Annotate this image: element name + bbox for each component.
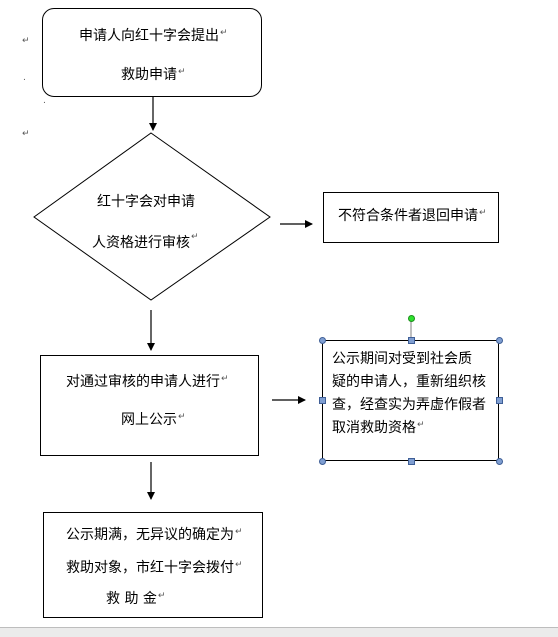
node-objection[interactable]: 公示期间对受到社会质 疑的申请人，重新组织核 查，经查实为弄虚作假者 取消救助资… [322,340,499,461]
resize-handle-right[interactable] [496,397,503,404]
status-bar [0,627,558,637]
paragraph-mark: . [43,96,46,106]
node-publicize: 对通过审核的申请人进行↵ 网上公示↵ [40,355,259,456]
node-apply-line2: 救助申请↵ [121,67,186,83]
node-reject-line1: 不符合条件者退回申请↵ [338,208,487,224]
node-result-line1: 公示期满，无异议的确定为↵ [66,527,243,543]
node-apply: 申请人向红十字会提出↵ 救助申请↵ [42,8,262,97]
paragraph-mark: . [23,73,26,83]
node-reject: 不符合条件者退回申请↵ [323,192,499,243]
resize-handle-top-right[interactable] [496,337,503,344]
resize-handle-top[interactable] [408,337,415,344]
node-review-line2: 人资格进行审核↵ [92,232,199,251]
node-objection-line1: 公示期间对受到社会质 [332,351,472,367]
resize-handle-bottom-left[interactable] [319,458,326,465]
node-objection-line2: 疑的申请人，重新组织核 [332,374,486,390]
rotate-handle[interactable] [408,315,415,322]
node-result-line2: 救助对象，市红十字会拨付↵ [66,560,243,576]
resize-handle-left[interactable] [319,397,326,404]
node-review-line1: 红十字会对申请 [97,194,195,210]
node-objection-line3: 查，经查实为弄虚作假者 [332,397,486,413]
paragraph-mark: ↵ [22,36,30,46]
node-result-line3: 救 助 金↵ [106,591,166,607]
node-publicize-line2: 网上公示↵ [121,412,186,428]
node-publicize-line1: 对通过审核的申请人进行↵ [66,374,229,390]
node-result: 公示期满，无异议的确定为↵ 救助对象，市红十字会拨付↵ 救 助 金↵ [43,512,263,618]
resize-handle-bottom-right[interactable] [496,458,503,465]
node-apply-line1: 申请人向红十字会提出↵ [79,28,228,44]
paragraph-mark: ↵ [22,129,30,139]
resize-handle-bottom[interactable] [408,458,415,465]
decision-diamond [33,132,271,301]
resize-handle-top-left[interactable] [319,337,326,344]
node-objection-line4: 取消救助资格↵ [332,420,425,436]
